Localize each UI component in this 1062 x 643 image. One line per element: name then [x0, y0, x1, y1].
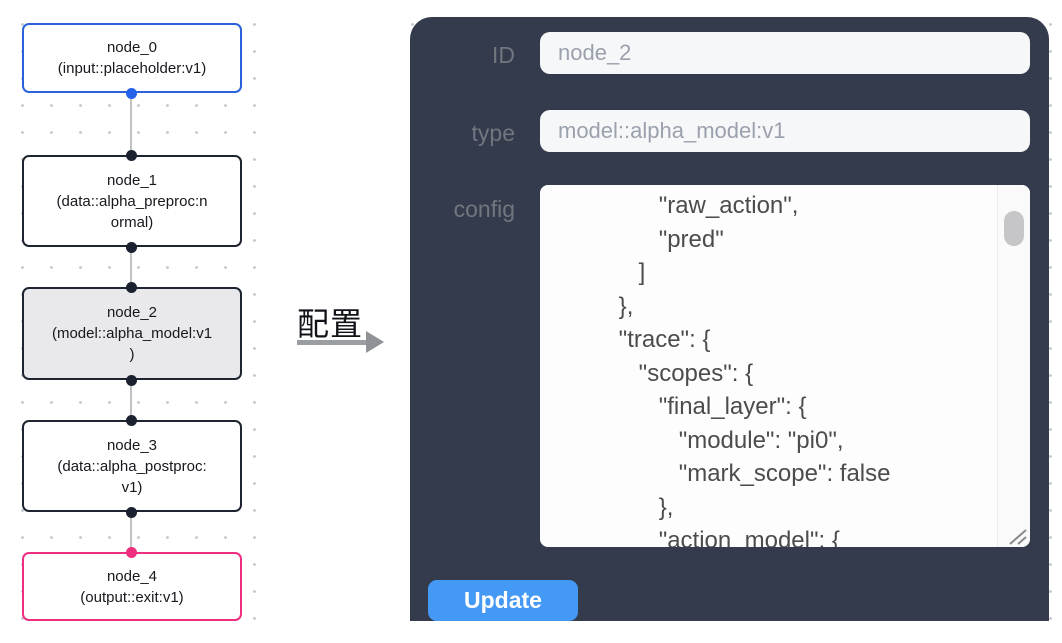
node-subtitle: (output::exit:v1): [80, 588, 184, 606]
config-scrollbar-thumb[interactable]: [1004, 211, 1024, 246]
port-node1-input[interactable]: [126, 150, 137, 161]
edge-node0-node1: [130, 93, 132, 155]
node-subtitle: (data::alpha_preproc:n ormal): [56, 192, 208, 231]
node-title: node_4: [106, 567, 158, 585]
graph-node-node_2[interactable]: node_2 (model::alpha_model:v1 ): [22, 287, 242, 380]
edge-node2-node3: [130, 380, 132, 420]
edge-node1-node2: [130, 247, 132, 287]
node-title: node_3: [106, 436, 158, 454]
update-button[interactable]: Update: [428, 580, 578, 621]
port-node3-output[interactable]: [126, 507, 137, 518]
edge-node3-node4: [130, 512, 132, 552]
type-input[interactable]: [540, 110, 1030, 152]
node-title: node_1: [106, 171, 158, 189]
node-title: node_2: [106, 304, 158, 321]
type-field-label: type: [471, 120, 515, 146]
node-subtitle: (model::alpha_model:v1 ): [51, 325, 213, 363]
id-input[interactable]: [540, 32, 1030, 74]
port-node2-output[interactable]: [126, 375, 137, 386]
config-field-label: config: [453, 196, 515, 222]
port-node3-input[interactable]: [126, 415, 137, 426]
port-node0-output[interactable]: [126, 88, 137, 99]
graph-node-node_0[interactable]: node_0 (input::placeholder:v1): [22, 23, 242, 93]
graph-node-node_3[interactable]: node_3 (data::alpha_postproc: v1): [22, 420, 242, 512]
port-node4-input[interactable]: [126, 547, 137, 558]
node-subtitle: (data::alpha_postproc: v1): [57, 457, 207, 496]
config-json-content[interactable]: "raw_action", "pred" ] }, "trace": { "sc…: [618, 192, 891, 547]
node-title: node_0: [106, 39, 158, 56]
right-arrow-head-icon: [366, 331, 384, 353]
config-textarea[interactable]: "raw_action", "pred" ] }, "trace": { "sc…: [540, 185, 1030, 547]
id-field-label: ID: [492, 42, 515, 68]
configure-label: 配置: [297, 306, 364, 342]
config-scrollbar[interactable]: [997, 185, 1030, 547]
node-config-panel: ID type config "raw_action", "pred" ] },…: [410, 17, 1049, 621]
port-node1-output[interactable]: [126, 242, 137, 253]
graph-node-node_4[interactable]: node_4 (output::exit:v1): [22, 552, 242, 621]
resize-handle-icon[interactable]: [1006, 525, 1028, 545]
node-subtitle: (input::placeholder:v1): [57, 60, 207, 77]
graph-node-node_1[interactable]: node_1 (data::alpha_preproc:n ormal): [22, 155, 242, 247]
right-arrow-icon: [297, 340, 369, 345]
port-node2-input[interactable]: [126, 282, 137, 293]
